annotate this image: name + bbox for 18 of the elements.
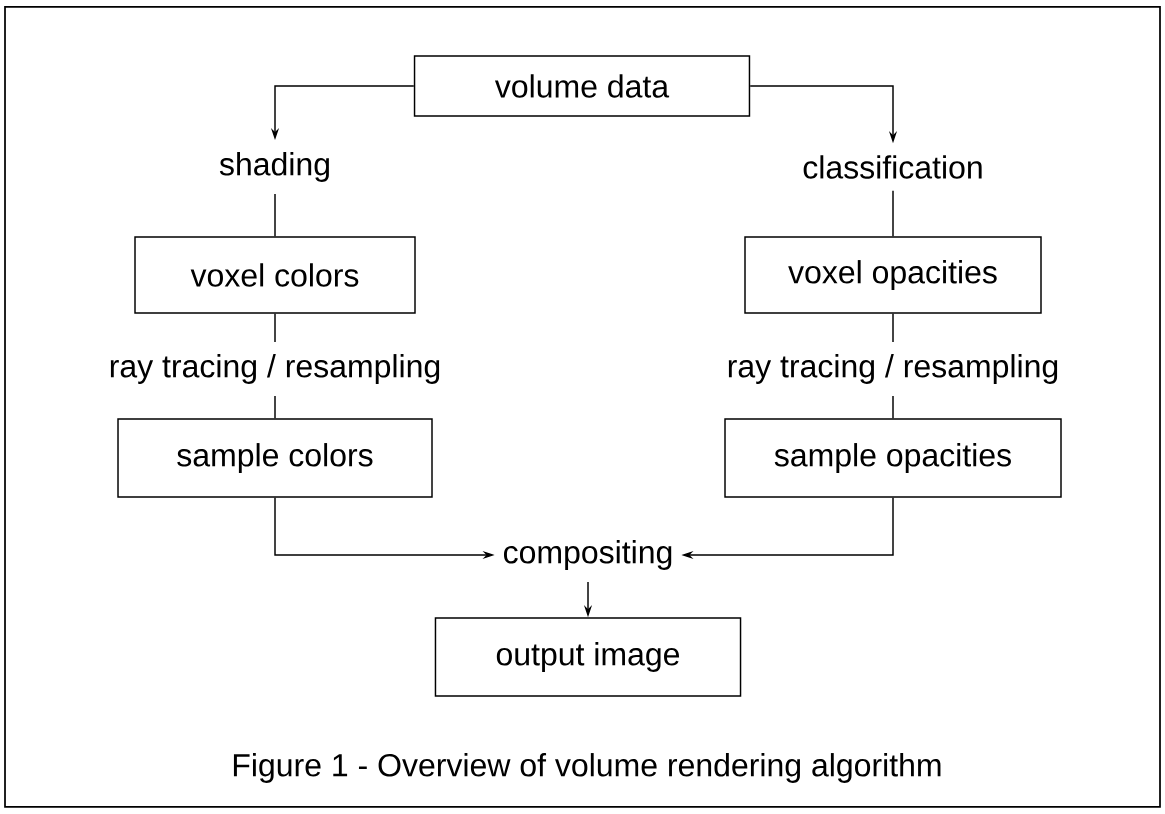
process-box: sample colors — [117, 418, 433, 498]
process-box: output image — [434, 617, 742, 697]
step-label: classification — [803, 155, 982, 179]
process-box: sample opacities — [724, 418, 1062, 498]
connector-line — [892, 313, 894, 343]
process-box: volume data — [413, 55, 751, 117]
connector-line — [274, 395, 276, 419]
step-label: shading — [219, 152, 329, 182]
process-box: voxel opacities — [744, 236, 1042, 314]
connector-line — [274, 313, 276, 343]
process-box: voxel colors — [134, 236, 416, 314]
connector-line — [892, 395, 894, 419]
connector-line — [274, 193, 276, 237]
connector-line — [892, 190, 894, 237]
step-label: compositing — [504, 540, 672, 570]
figure-caption: Figure 1 - Overview of volume rendering algorithm — [233, 753, 941, 783]
step-label: ray tracing / resampling — [728, 354, 1058, 384]
step-label: ray tracing / resampling — [110, 354, 440, 384]
